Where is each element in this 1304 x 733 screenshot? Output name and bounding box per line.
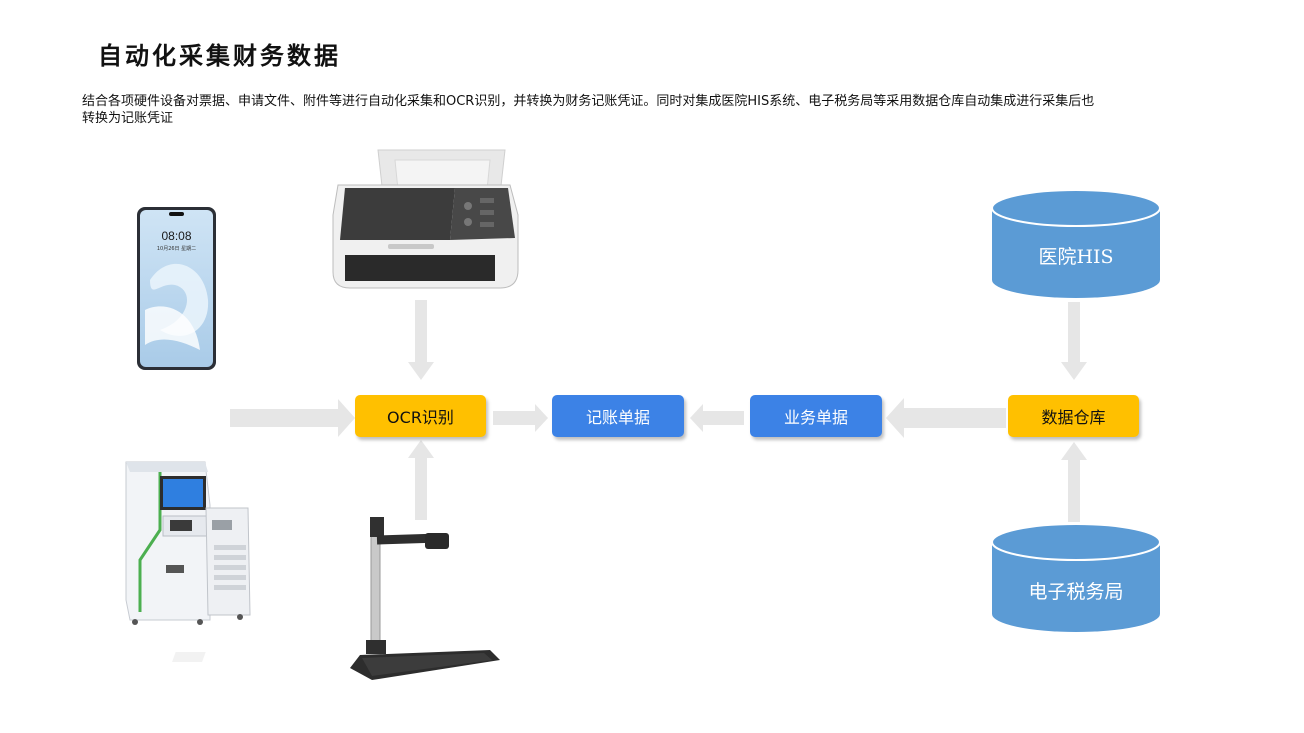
database-tax-label: 电子税务局 [1028,581,1124,603]
arrow-warehouse-to-business [886,398,1006,438]
database-his-label: 医院HIS [1038,246,1114,268]
node-ocr: OCR识别 [355,395,486,437]
smartphone-icon: 08:08 10月26日 星期二 [137,207,216,370]
node-voucher-label: 记账单据 [585,408,650,427]
kiosk-icon [125,461,251,625]
node-warehouse: 数据仓库 [1008,395,1139,437]
node-business: 业务单据 [750,395,882,437]
database-his-icon [991,189,1161,298]
node-business-label: 业务单据 [783,408,848,427]
scanner-icon [332,149,519,289]
arrow-business-to-voucher [690,404,744,432]
node-ocr-label: OCR识别 [387,408,454,427]
arrows [230,300,1087,522]
phone-time: 08:08 [161,229,191,243]
arrow-camera-to-ocr [408,440,434,520]
page-title: 自动化采集财务数据 [98,41,341,70]
document-camera-icon [172,517,500,680]
page-description: 结合各项硬件设备对票据、申请文件、附件等进行自动化采集和OCR识别，并转换为财务… [82,94,1095,126]
database-tax-icon [991,523,1161,632]
arrow-scanner-to-ocr [408,300,434,380]
node-warehouse-label: 数据仓库 [1041,408,1106,427]
arrow-devices-to-ocr [230,399,355,437]
node-voucher: 记账单据 [552,395,684,437]
arrow-tax-to-warehouse [1061,442,1087,522]
phone-date: 10月26日 星期二 [157,246,196,252]
arrow-ocr-to-voucher [493,404,548,432]
arrow-his-to-warehouse [1061,302,1087,380]
